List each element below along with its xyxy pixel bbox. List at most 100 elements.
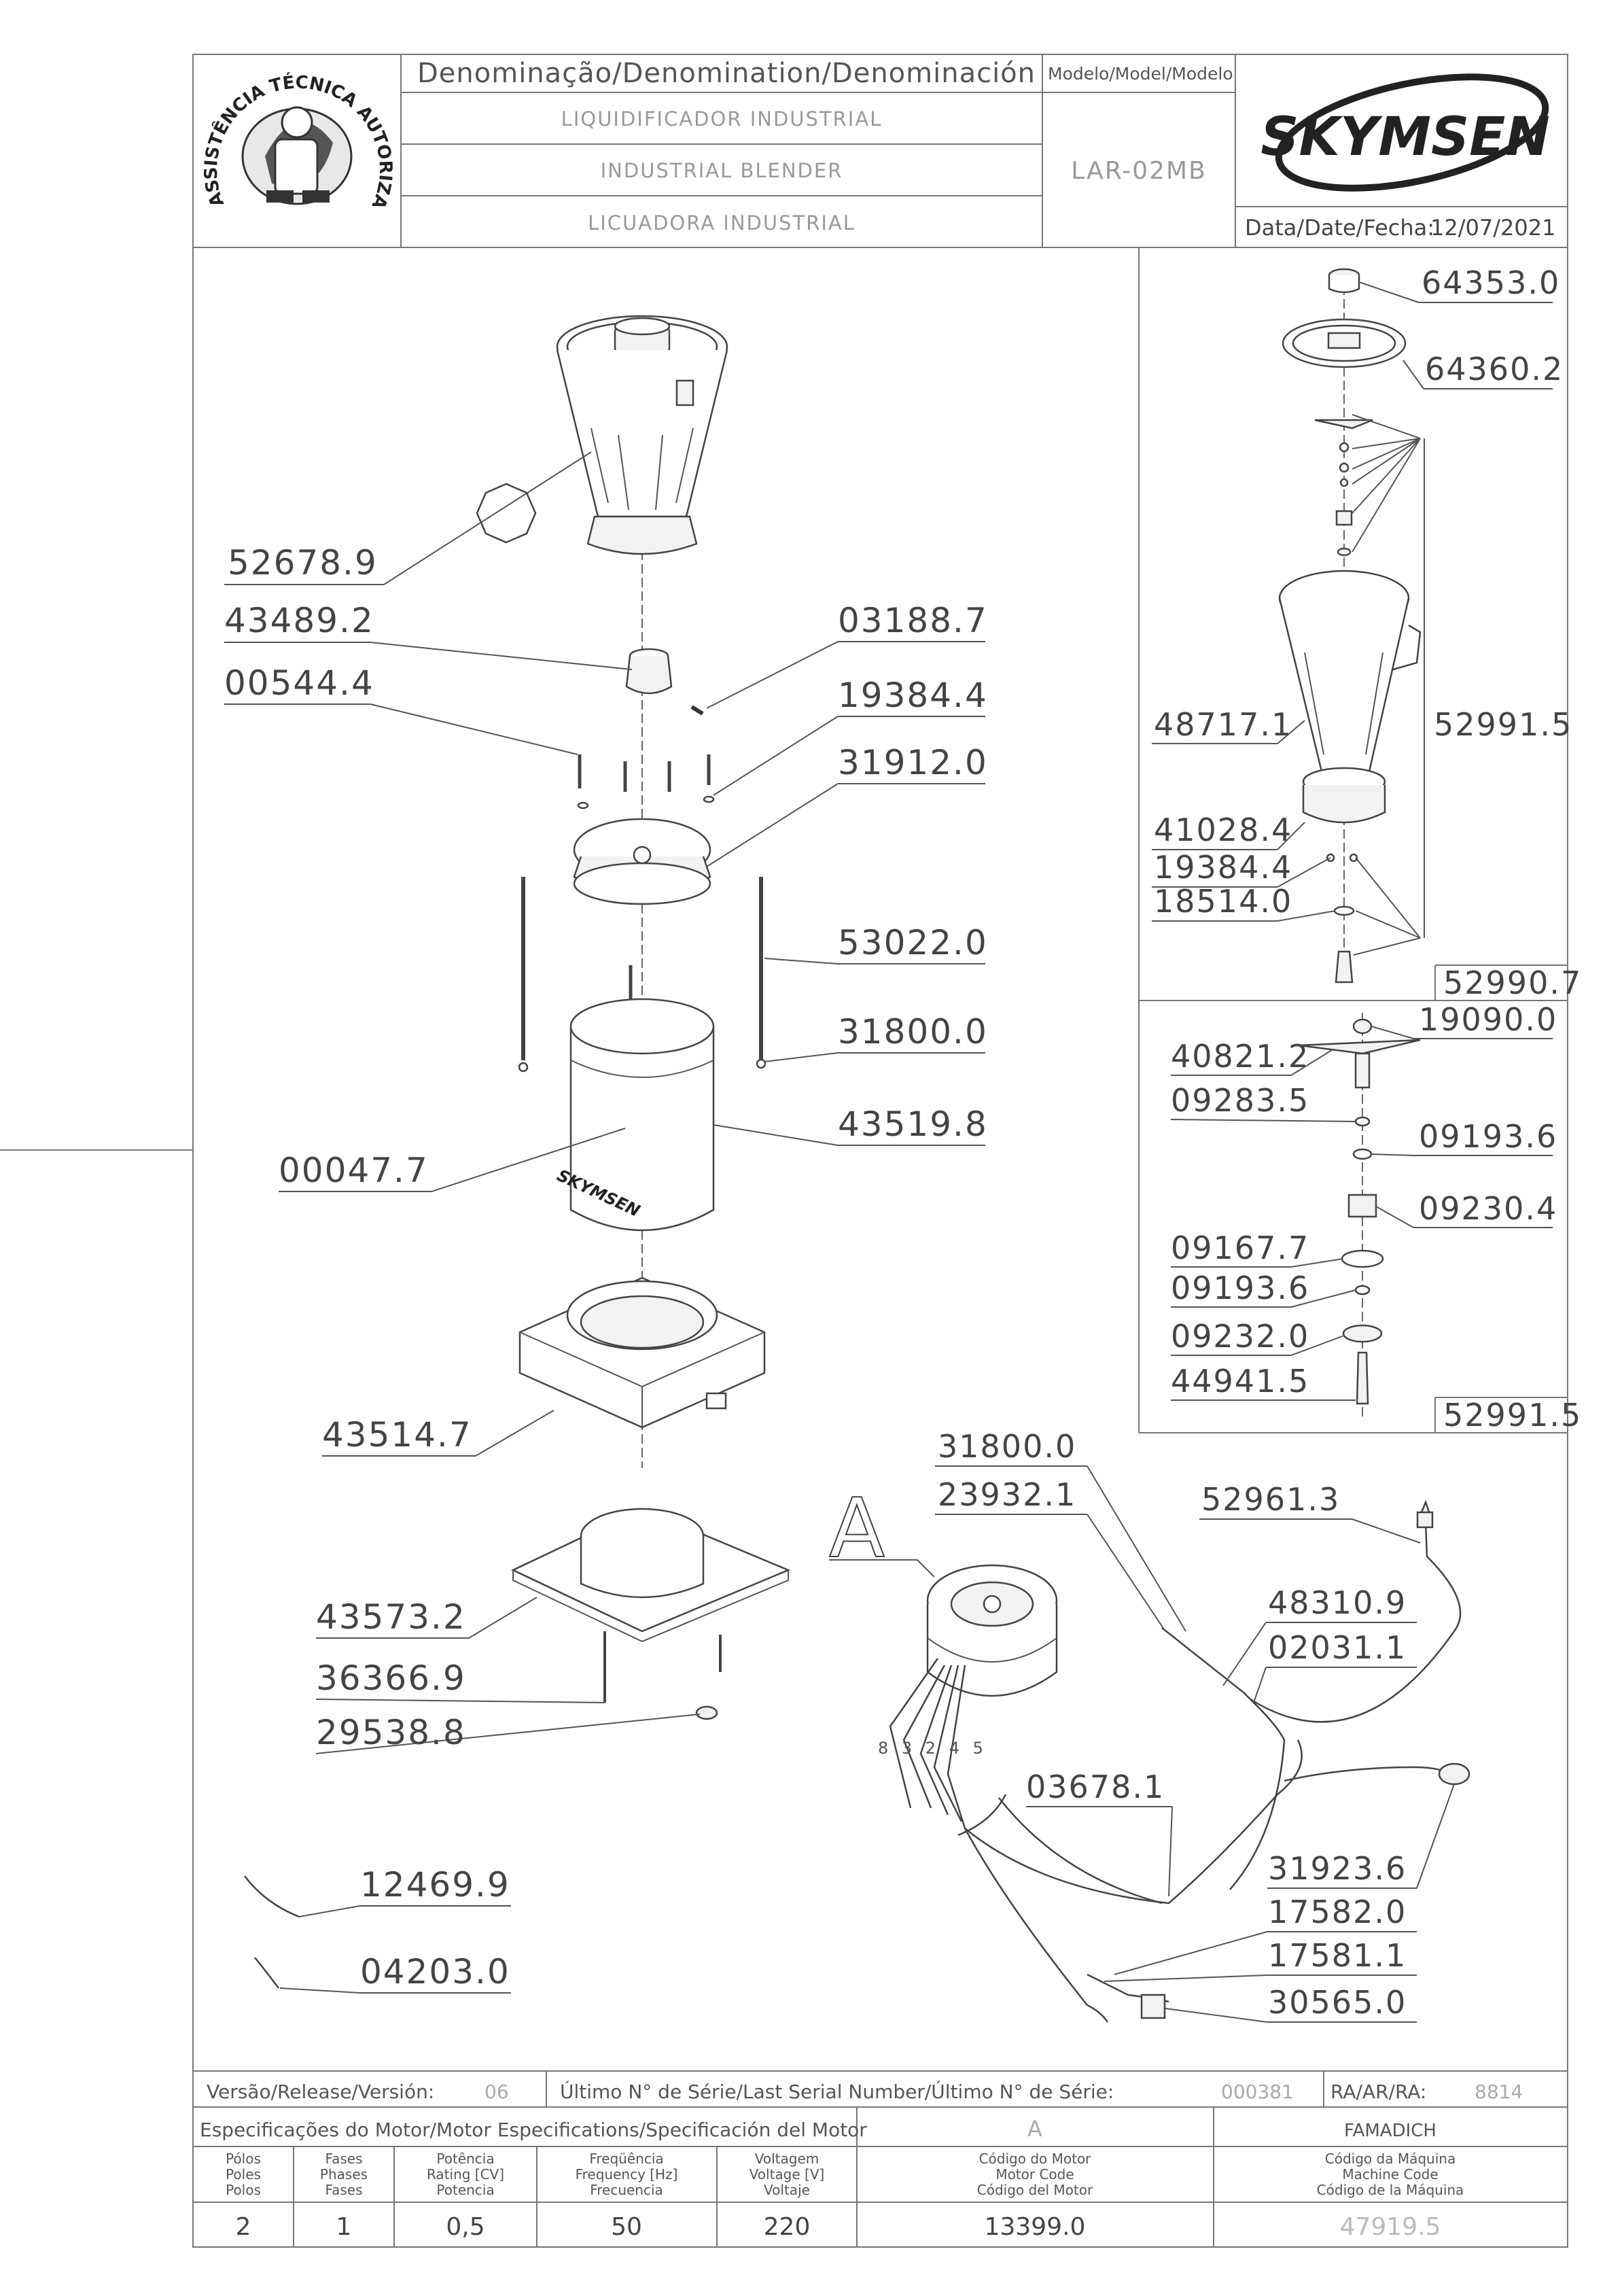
- part-number-label: 36366.9: [316, 1658, 466, 1698]
- blender-base: [518, 1276, 766, 1429]
- part-number-label: 09232.0: [1171, 1318, 1309, 1355]
- version-value: 06: [484, 2081, 509, 2103]
- svg-text:Voltaje: Voltaje: [764, 2182, 810, 2198]
- spec-value: 13399.0: [985, 2213, 1086, 2241]
- title-block: ASSISTÊNCIA TÉCNICA AUTORIZADA Denominaç…: [0, 0, 1568, 248]
- svg-text:Fases: Fases: [325, 2151, 362, 2167]
- nut: [518, 1062, 529, 1073]
- part-number-label: 31800.0: [838, 1012, 988, 1051]
- svg-text:Fases: Fases: [325, 2182, 362, 2198]
- spec-value: 0,5: [446, 2213, 484, 2241]
- part-number-label: 52961.3: [1201, 1481, 1340, 1518]
- part-number-label: 31912.0: [838, 743, 988, 782]
- part-number-label: 19090.0: [1419, 1001, 1557, 1038]
- spec-value: 220: [764, 2213, 811, 2241]
- jar-label-sticker: [476, 483, 537, 544]
- screws: [577, 754, 715, 810]
- svg-text:Machine Code: Machine Code: [1342, 2166, 1438, 2182]
- part-number-label: 53022.0: [838, 923, 988, 962]
- part-number-label: 43489.2: [224, 601, 374, 640]
- jar-assembly-panel: [1138, 247, 1568, 1001]
- spec-col-machine-code: Código da Máquina Machine Code Código de…: [1317, 2151, 1464, 2241]
- part-number-label: 09193.6: [1419, 1118, 1557, 1155]
- svg-text:Rating [CV]: Rating [CV]: [427, 2166, 504, 2182]
- spec-col-power: Potência Rating [CV] Potencia 0,5: [427, 2151, 504, 2241]
- part-number-label: 00047.7: [279, 1151, 429, 1190]
- name-en: INDUSTRIAL BLENDER: [601, 159, 843, 182]
- main-part-labels: 52678.9 43489.2 00544.4 03188.7 19384.4 …: [224, 451, 988, 1994]
- part-number-label: 17582.0: [1268, 1894, 1407, 1930]
- part-number-label: 30565.0: [1268, 1984, 1407, 2021]
- date-value: 12/07/2021: [1430, 215, 1555, 241]
- authorized-service-seal-logo: ASSISTÊNCIA TÉCNICA AUTORIZADA: [0, 0, 395, 212]
- model-value: LAR-02MB: [1071, 157, 1207, 185]
- part-number-label: 43573.2: [316, 1597, 466, 1637]
- part-number-label: 02031.1: [1268, 1629, 1407, 1666]
- nut: [756, 1058, 766, 1069]
- part-number-label: 44941.5: [1171, 1363, 1309, 1399]
- set-screw: [690, 705, 704, 716]
- part-number-label: 09230.4: [1419, 1190, 1557, 1227]
- ra-label: RA/AR/RA:: [1330, 2081, 1426, 2103]
- svg-text:Poles: Poles: [226, 2166, 261, 2182]
- part-number-label: 29538.8: [316, 1713, 466, 1752]
- spec-col-phases: Fases Phases Fases 1: [320, 2151, 368, 2241]
- model-title: Modelo/Model/Modelo: [1048, 64, 1233, 84]
- name-pt: LIQUIDIFICADOR INDUSTRIAL: [561, 107, 883, 131]
- part-number-label: 43519.8: [838, 1104, 988, 1144]
- part-number-label: 09167.7: [1171, 1230, 1309, 1266]
- part-number-label: 00544.4: [224, 663, 374, 703]
- part-number-label: 31923.6: [1268, 1850, 1407, 1887]
- part-number-label: 40821.2: [1171, 1038, 1309, 1075]
- part-number-label: 17581.1: [1268, 1937, 1407, 1974]
- spec-col-motor-code: Código do Motor Motor Code Código del Mo…: [977, 2151, 1093, 2241]
- detail-letter: A: [829, 1482, 885, 1576]
- date-label: Data/Date/Fecha:: [1245, 215, 1434, 241]
- part-number-label: 19384.4: [838, 676, 988, 715]
- part-number-label: 18514.0: [1154, 883, 1292, 920]
- spec-value: 2: [236, 2213, 251, 2241]
- jar-assembly-drawing: [1278, 268, 1425, 984]
- spec-col-voltage: Voltagem Voltage [V] Voltaje 220: [750, 2151, 825, 2241]
- manufacturer: FAMADICH: [1344, 2121, 1436, 2141]
- svg-text:Voltagem: Voltagem: [755, 2151, 819, 2167]
- jar-assembly-labels: 64353.0 64360.2 48717.1 52991.5 41028.4 …: [1152, 264, 1581, 1001]
- blade-assembly-labels: 19090.0 40821.2 09283.5 09193.6 09230.4 …: [1170, 1001, 1581, 1433]
- svg-text:Phases: Phases: [320, 2166, 368, 2182]
- part-number-label: 19384.4: [1154, 849, 1292, 886]
- svg-text:Código do Motor: Código do Motor: [979, 2151, 1092, 2167]
- spec-value: 47919.5: [1340, 2213, 1441, 2241]
- svg-text:Freqüência: Freqüência: [589, 2151, 663, 2167]
- part-number-label: 52991.5: [1434, 706, 1572, 743]
- part-number-label: 64353.0: [1422, 264, 1560, 301]
- part-number-label: 52678.9: [228, 543, 378, 582]
- part-number-label: 03678.1: [1026, 1769, 1165, 1805]
- motor-ref: A: [1027, 2116, 1042, 2142]
- part-number-label: 31800.0: [938, 1428, 1076, 1465]
- spec-col-poles: Pólos Poles Polos 2: [226, 2151, 261, 2241]
- svg-text:Frequency [Hz]: Frequency [Hz]: [576, 2166, 678, 2182]
- name-es: LICUADORA INDUSTRIAL: [588, 211, 856, 234]
- part-number-label: 09283.5: [1171, 1082, 1309, 1119]
- brand-name: SKYMSEN: [1260, 107, 1549, 168]
- svg-text:Código del Motor: Código del Motor: [977, 2182, 1093, 2198]
- motor-top-plate: [573, 818, 711, 905]
- svg-text:Frecuencia: Frecuencia: [590, 2182, 663, 2198]
- part-number-label: 48717.1: [1154, 706, 1292, 743]
- base-bottom-plate: [511, 1508, 791, 1720]
- svg-text:Motor Code: Motor Code: [995, 2166, 1074, 2182]
- spec-value: 50: [611, 2213, 642, 2241]
- svg-text:Potencia: Potencia: [436, 2182, 494, 2198]
- part-number-label: 04203.0: [360, 1952, 510, 1991]
- part-number-label: 41028.4: [1154, 812, 1292, 848]
- part-number-label: 43514.7: [322, 1415, 472, 1455]
- blender-jar: [556, 315, 728, 555]
- loose-wire: [244, 1875, 300, 1918]
- motor-wiring-labels: 31800.0 23932.1 52961.3 48310.9 02031.1 …: [935, 1428, 1455, 2023]
- spec-col-frequency: Freqüência Frequency [Hz] Frecuencia 50: [576, 2151, 678, 2241]
- svg-text:Voltage [V]: Voltage [V]: [750, 2166, 825, 2182]
- serial-value: 000381: [1221, 2081, 1294, 2103]
- part-number-label: 23932.1: [938, 1476, 1076, 1513]
- motor-detail-A: A 8 3 2 4 5: [828, 1481, 1470, 2023]
